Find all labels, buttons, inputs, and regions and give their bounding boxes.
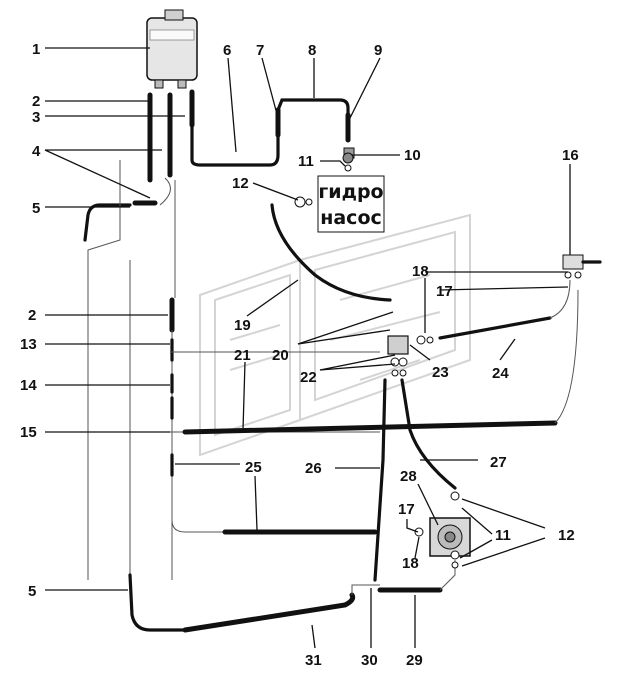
callout-9: 9 bbox=[374, 42, 382, 59]
callout-5: 5 bbox=[32, 200, 40, 217]
hydraulic-motor bbox=[414, 491, 471, 569]
pump-label-line1: гидро bbox=[318, 181, 383, 203]
callout-17b: 17 bbox=[398, 501, 415, 518]
pump-fitting bbox=[342, 152, 354, 172]
callout-20: 20 bbox=[272, 347, 289, 364]
callout-26: 26 bbox=[305, 460, 322, 477]
callout-labels: 1 2 3 4 5 6 7 8 9 10 11 12 2 13 14 15 16… bbox=[20, 41, 579, 669]
callout-25: 25 bbox=[245, 459, 262, 476]
callout-13: 13 bbox=[20, 336, 37, 353]
callout-29: 29 bbox=[406, 652, 423, 669]
callout-24: 24 bbox=[492, 365, 509, 382]
tank-hoses bbox=[147, 89, 355, 183]
callout-30: 30 bbox=[361, 652, 378, 669]
callout-21: 21 bbox=[234, 347, 251, 364]
reservoir-tank bbox=[146, 9, 198, 89]
callout-23: 23 bbox=[432, 364, 449, 381]
callout-15: 15 bbox=[20, 424, 37, 441]
callout-7: 7 bbox=[256, 42, 264, 59]
pump-label-line2: насос bbox=[320, 207, 382, 229]
callout-27: 27 bbox=[490, 454, 507, 471]
callout-14: 14 bbox=[20, 377, 37, 394]
callout-5b: 5 bbox=[28, 583, 36, 600]
bracket-16 bbox=[562, 254, 602, 279]
callout-12: 12 bbox=[232, 175, 249, 192]
callout-18b: 18 bbox=[402, 555, 419, 572]
callout-22: 22 bbox=[300, 369, 317, 386]
callout-31: 31 bbox=[305, 652, 322, 669]
callout-2: 2 bbox=[32, 93, 40, 110]
callout-1: 1 bbox=[32, 41, 40, 58]
callout-19: 19 bbox=[234, 317, 251, 334]
pump-hoses bbox=[270, 196, 579, 595]
callout-11: 11 bbox=[298, 153, 314, 170]
pump-label: гидро насос bbox=[317, 175, 385, 233]
callout-4: 4 bbox=[32, 143, 41, 160]
callout-16: 16 bbox=[562, 147, 579, 164]
watermark-logo bbox=[199, 213, 471, 457]
callout-12b: 12 bbox=[558, 527, 575, 544]
callout-11b: 11 bbox=[495, 527, 511, 544]
leader-lines bbox=[44, 47, 571, 649]
callout-2b: 2 bbox=[28, 307, 36, 324]
callout-18: 18 bbox=[412, 263, 429, 280]
callout-28: 28 bbox=[400, 468, 417, 485]
callout-10: 10 bbox=[404, 147, 421, 164]
callout-8: 8 bbox=[308, 42, 316, 59]
callout-17: 17 bbox=[436, 283, 453, 300]
callout-3: 3 bbox=[32, 109, 40, 126]
left-pipes bbox=[83, 160, 558, 633]
valve-block bbox=[387, 335, 409, 377]
callout-6: 6 bbox=[223, 42, 231, 59]
